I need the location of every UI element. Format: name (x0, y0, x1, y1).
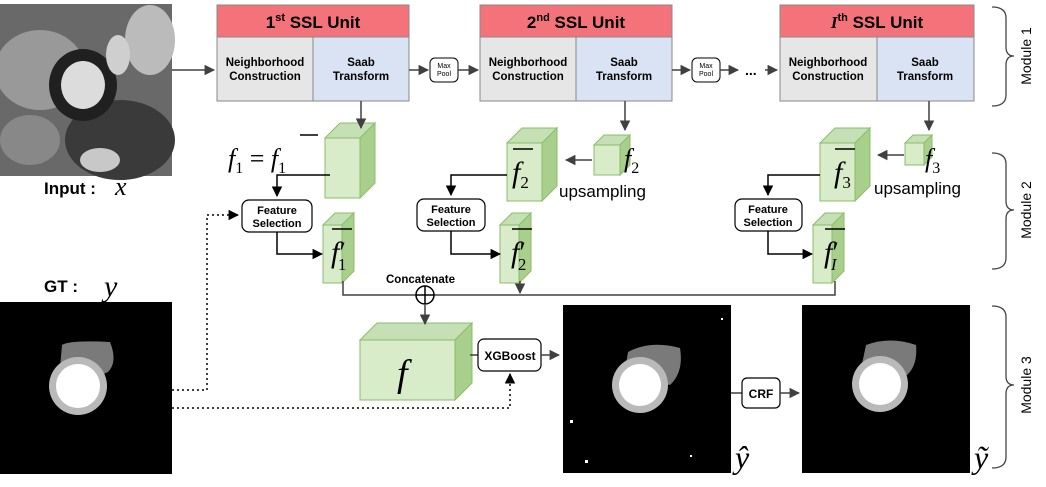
f1-equation: f1 = f1 (228, 144, 286, 177)
ellipsis: ... (745, 62, 757, 78)
upsampling-label-2: upsampling (874, 179, 961, 198)
ssl-unit-2-title: 2nd SSL Unit (527, 12, 626, 32)
xgboost-box: XGBoost (477, 338, 542, 372)
ssl-unit-i-title: Ith SSL Unit (830, 12, 924, 32)
module-1-label: Module 1 (1018, 27, 1034, 85)
svg-text:CRF: CRF (749, 387, 774, 401)
crf-box: CRF (741, 377, 781, 409)
module-3-label: Module 3 (1018, 356, 1034, 414)
cube-f2-small (592, 133, 632, 177)
svg-text:XGBoost: XGBoost (484, 349, 535, 363)
f2-label: f2 (624, 144, 639, 177)
cube-f2-selected (498, 211, 533, 285)
input-var: x (114, 172, 127, 201)
cube-f3-bar (818, 126, 872, 203)
module-braces (991, 6, 1015, 469)
cube-f2-bar (505, 126, 559, 203)
fi-selected-label: f′I (824, 236, 839, 274)
upsampling-label-1: upsampling (559, 182, 646, 201)
cube-f1-selected (321, 211, 356, 285)
cube-f1-bar (323, 121, 377, 200)
cube-f-concat (358, 321, 474, 402)
cube-fi-selected (811, 211, 846, 285)
f1-selected-label: f′1 (331, 236, 346, 274)
maxpool-box-1 (429, 57, 459, 83)
cube-f3-small (903, 133, 934, 167)
y-tilde-label: ỹ (971, 439, 989, 475)
feature-cubes (321, 121, 934, 402)
y-hat-label: ŷ (732, 439, 750, 475)
refined-output-image (802, 305, 970, 473)
input-label: Input : (44, 179, 96, 198)
f3-label: f3 (925, 144, 940, 177)
prediction-image (563, 305, 731, 473)
gt-var: y (101, 270, 118, 303)
maxpool-box-2 (691, 57, 721, 83)
concatenate-label: Concatenate (386, 274, 455, 286)
f2-selected-label: f′2 (511, 236, 526, 274)
ssl-unit-1-title: 1st SSL Unit (266, 12, 361, 32)
gt-label: GT : (44, 277, 78, 296)
ground-truth-image (0, 302, 172, 474)
module-2-label: Module 2 (1018, 181, 1034, 239)
input-image (0, 4, 175, 180)
